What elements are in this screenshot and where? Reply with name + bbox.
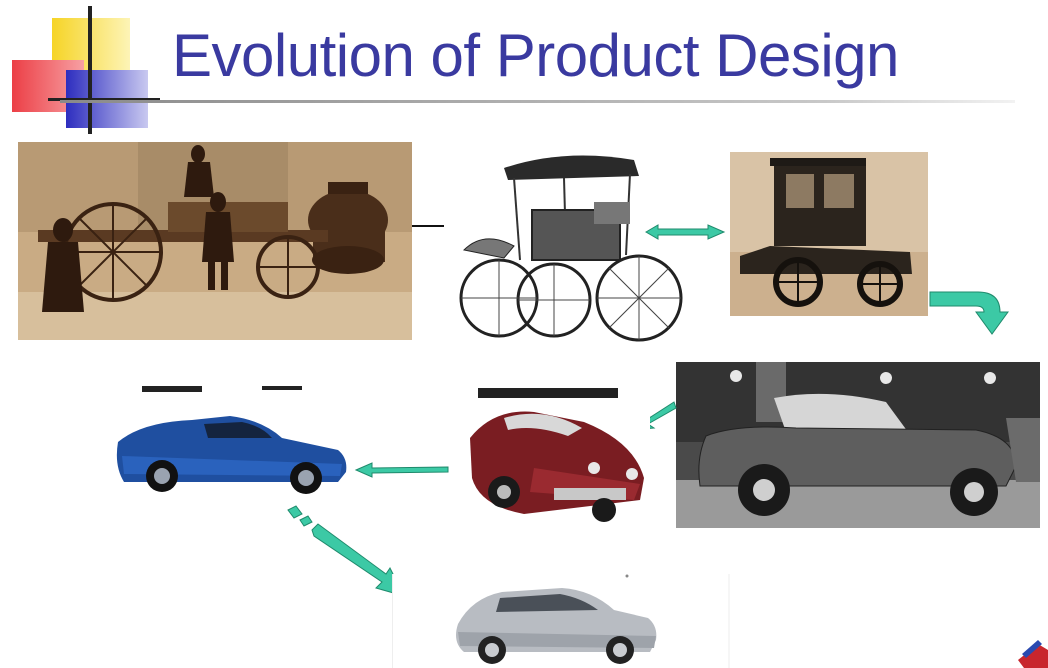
title-divider	[60, 100, 1015, 103]
silver-hybrid-car-picture	[392, 574, 730, 668]
corner-logo-icon	[1018, 640, 1048, 668]
1940s-convertible-picture	[676, 362, 1040, 528]
early-motor-car-picture	[730, 152, 928, 316]
arrow-curved-down	[929, 291, 1009, 335]
arrow-right-2	[645, 224, 726, 240]
arrow-down-right	[287, 505, 405, 597]
red-classic-sports-car-picture	[464, 388, 650, 524]
blue-sports-car-picture	[112, 386, 352, 496]
steam-wagon-picture	[18, 142, 412, 340]
title-decoration	[12, 6, 160, 134]
horse-buggy-picture	[444, 150, 692, 344]
arrow-left	[354, 462, 449, 478]
slide-title: Evolution of Product Design	[172, 22, 899, 89]
